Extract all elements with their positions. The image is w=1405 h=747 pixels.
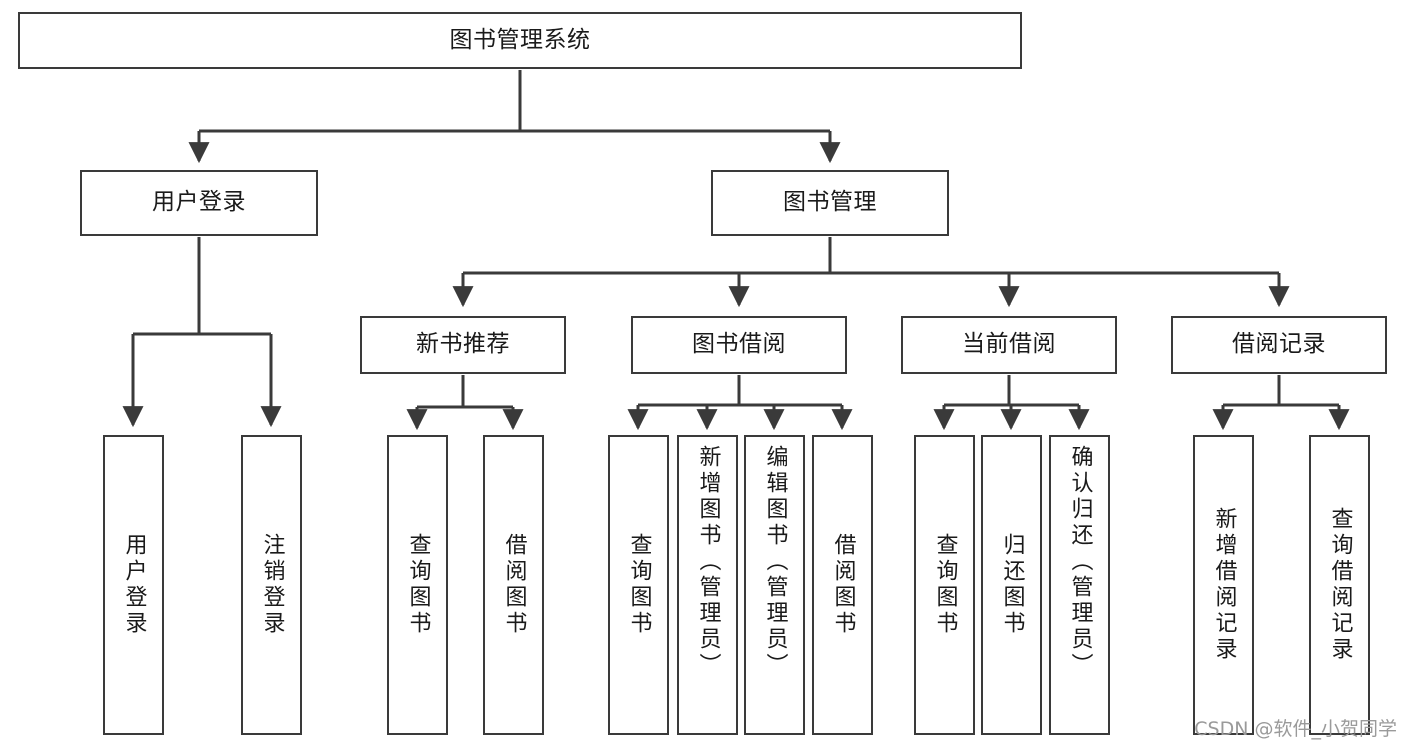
leaf-confirm-return-admin[interactable]: 确认归还（管理员） xyxy=(1049,435,1110,735)
node-label: 编辑图书（管理员） xyxy=(762,445,788,679)
leaf-add-book-admin[interactable]: 新增图书（管理员） xyxy=(677,435,738,735)
node-label: 图书借阅 xyxy=(692,331,786,358)
node-label: 用户登录 xyxy=(152,189,246,216)
leaf-return-book[interactable]: 归还图书 xyxy=(981,435,1042,735)
node-current-borrow[interactable]: 当前借阅 xyxy=(901,316,1117,374)
watermark-text: CSDN @软件_小贺同学 xyxy=(1194,718,1397,740)
node-user-login[interactable]: 用户登录 xyxy=(80,170,318,236)
node-label: 借阅图书 xyxy=(830,533,856,637)
node-label: 新增借阅记录 xyxy=(1211,507,1237,663)
node-root-system[interactable]: 图书管理系统 xyxy=(18,12,1022,69)
leaf-query-borrow-record[interactable]: 查询借阅记录 xyxy=(1309,435,1370,735)
node-label: 借阅记录 xyxy=(1232,331,1326,358)
node-label: 确认归还（管理员） xyxy=(1067,445,1093,679)
node-label: 注销登录 xyxy=(259,533,285,637)
leaf-query-book-recommend[interactable]: 查询图书 xyxy=(387,435,448,735)
node-label: 用户登录 xyxy=(121,533,147,637)
node-new-book-recommend[interactable]: 新书推荐 xyxy=(360,316,566,374)
leaf-edit-book-admin[interactable]: 编辑图书（管理员） xyxy=(744,435,805,735)
leaf-borrow-book-recommend[interactable]: 借阅图书 xyxy=(483,435,544,735)
node-label: 查询图书 xyxy=(932,533,958,637)
node-label: 查询图书 xyxy=(405,533,431,637)
node-label: 归还图书 xyxy=(999,533,1025,637)
leaf-logout-login[interactable]: 注销登录 xyxy=(241,435,302,735)
leaf-add-borrow-record[interactable]: 新增借阅记录 xyxy=(1193,435,1254,735)
node-label: 新增图书（管理员） xyxy=(695,445,721,679)
node-label: 借阅图书 xyxy=(501,533,527,637)
node-label: 图书管理 xyxy=(783,189,877,216)
node-book-borrow[interactable]: 图书借阅 xyxy=(631,316,847,374)
node-book-manage[interactable]: 图书管理 xyxy=(711,170,949,236)
node-label: 图书管理系统 xyxy=(449,26,591,53)
node-borrow-record[interactable]: 借阅记录 xyxy=(1171,316,1387,374)
node-label: 当前借阅 xyxy=(962,331,1056,358)
leaf-query-book-borrow[interactable]: 查询图书 xyxy=(608,435,669,735)
node-label: 查询借阅记录 xyxy=(1327,507,1353,663)
leaf-borrow-book-borrow[interactable]: 借阅图书 xyxy=(812,435,873,735)
node-label: 查询图书 xyxy=(626,533,652,637)
leaf-query-book-current[interactable]: 查询图书 xyxy=(914,435,975,735)
node-label: 新书推荐 xyxy=(416,331,510,358)
leaf-user-login[interactable]: 用户登录 xyxy=(103,435,164,735)
